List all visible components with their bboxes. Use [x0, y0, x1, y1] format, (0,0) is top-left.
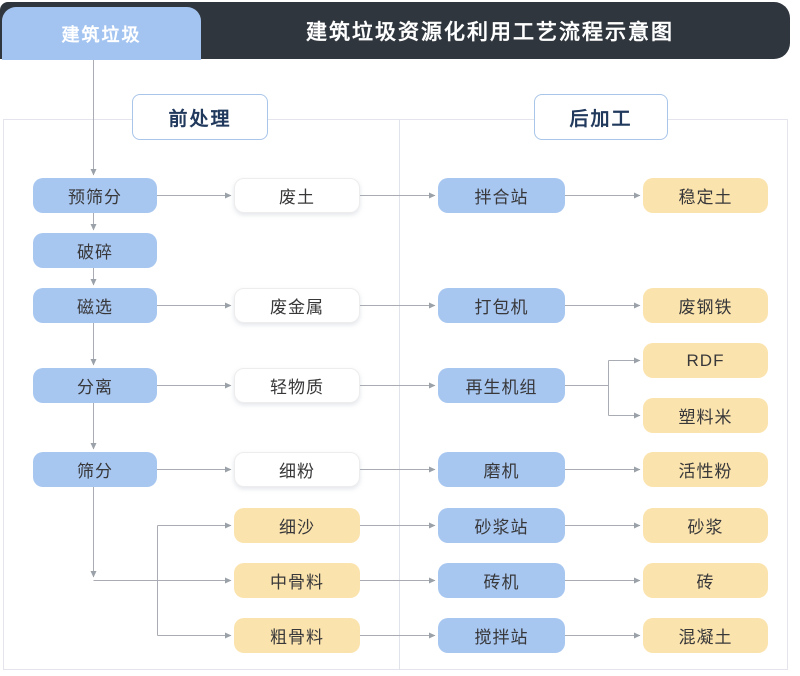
node-mortar: 砂浆	[643, 508, 768, 543]
section-label-postprocessing: 后加工	[534, 94, 668, 140]
node-stabilized-soil: 稳定土	[643, 178, 768, 213]
node-plastic-pellets: 塑料米	[643, 398, 768, 433]
node-regeneration-unit: 再生机组	[438, 368, 565, 403]
node-screening: 筛分	[33, 452, 157, 487]
source-tab-construction-waste: 建筑垃圾	[2, 7, 201, 60]
node-mortar-station: 砂浆站	[438, 508, 565, 543]
node-brick-machine: 砖机	[438, 563, 565, 598]
page-title: 建筑垃圾资源化利用工艺流程示意图	[306, 20, 674, 44]
node-brick: 砖	[643, 563, 768, 598]
node-pre-screening: 预筛分	[33, 178, 157, 213]
flow-frame	[3, 119, 788, 670]
node-rdf: RDF	[643, 343, 768, 378]
node-batching-plant: 搅拌站	[438, 618, 565, 653]
node-scrap-steel: 废钢铁	[643, 288, 768, 323]
section-label-pretreatment: 前处理	[132, 94, 268, 140]
node-waste-metal: 废金属	[234, 288, 360, 323]
node-separation: 分离	[33, 368, 157, 403]
column-divider	[399, 119, 400, 670]
node-light-material: 轻物质	[234, 368, 360, 403]
node-mixing-station: 拌合站	[438, 178, 565, 213]
node-active-powder: 活性粉	[643, 452, 768, 487]
node-medium-aggregate: 中骨料	[234, 563, 360, 598]
node-coarse-aggregate: 粗骨料	[234, 618, 360, 653]
node-fine-sand: 细沙	[234, 508, 360, 543]
node-crushing: 破碎	[33, 233, 157, 268]
node-waste-soil: 废土	[234, 178, 360, 213]
node-baler: 打包机	[438, 288, 565, 323]
node-fine-powder: 细粉	[234, 452, 360, 487]
node-concrete: 混凝土	[643, 618, 768, 653]
node-mill: 磨机	[438, 452, 565, 487]
node-magnetic-separation: 磁选	[33, 288, 157, 323]
